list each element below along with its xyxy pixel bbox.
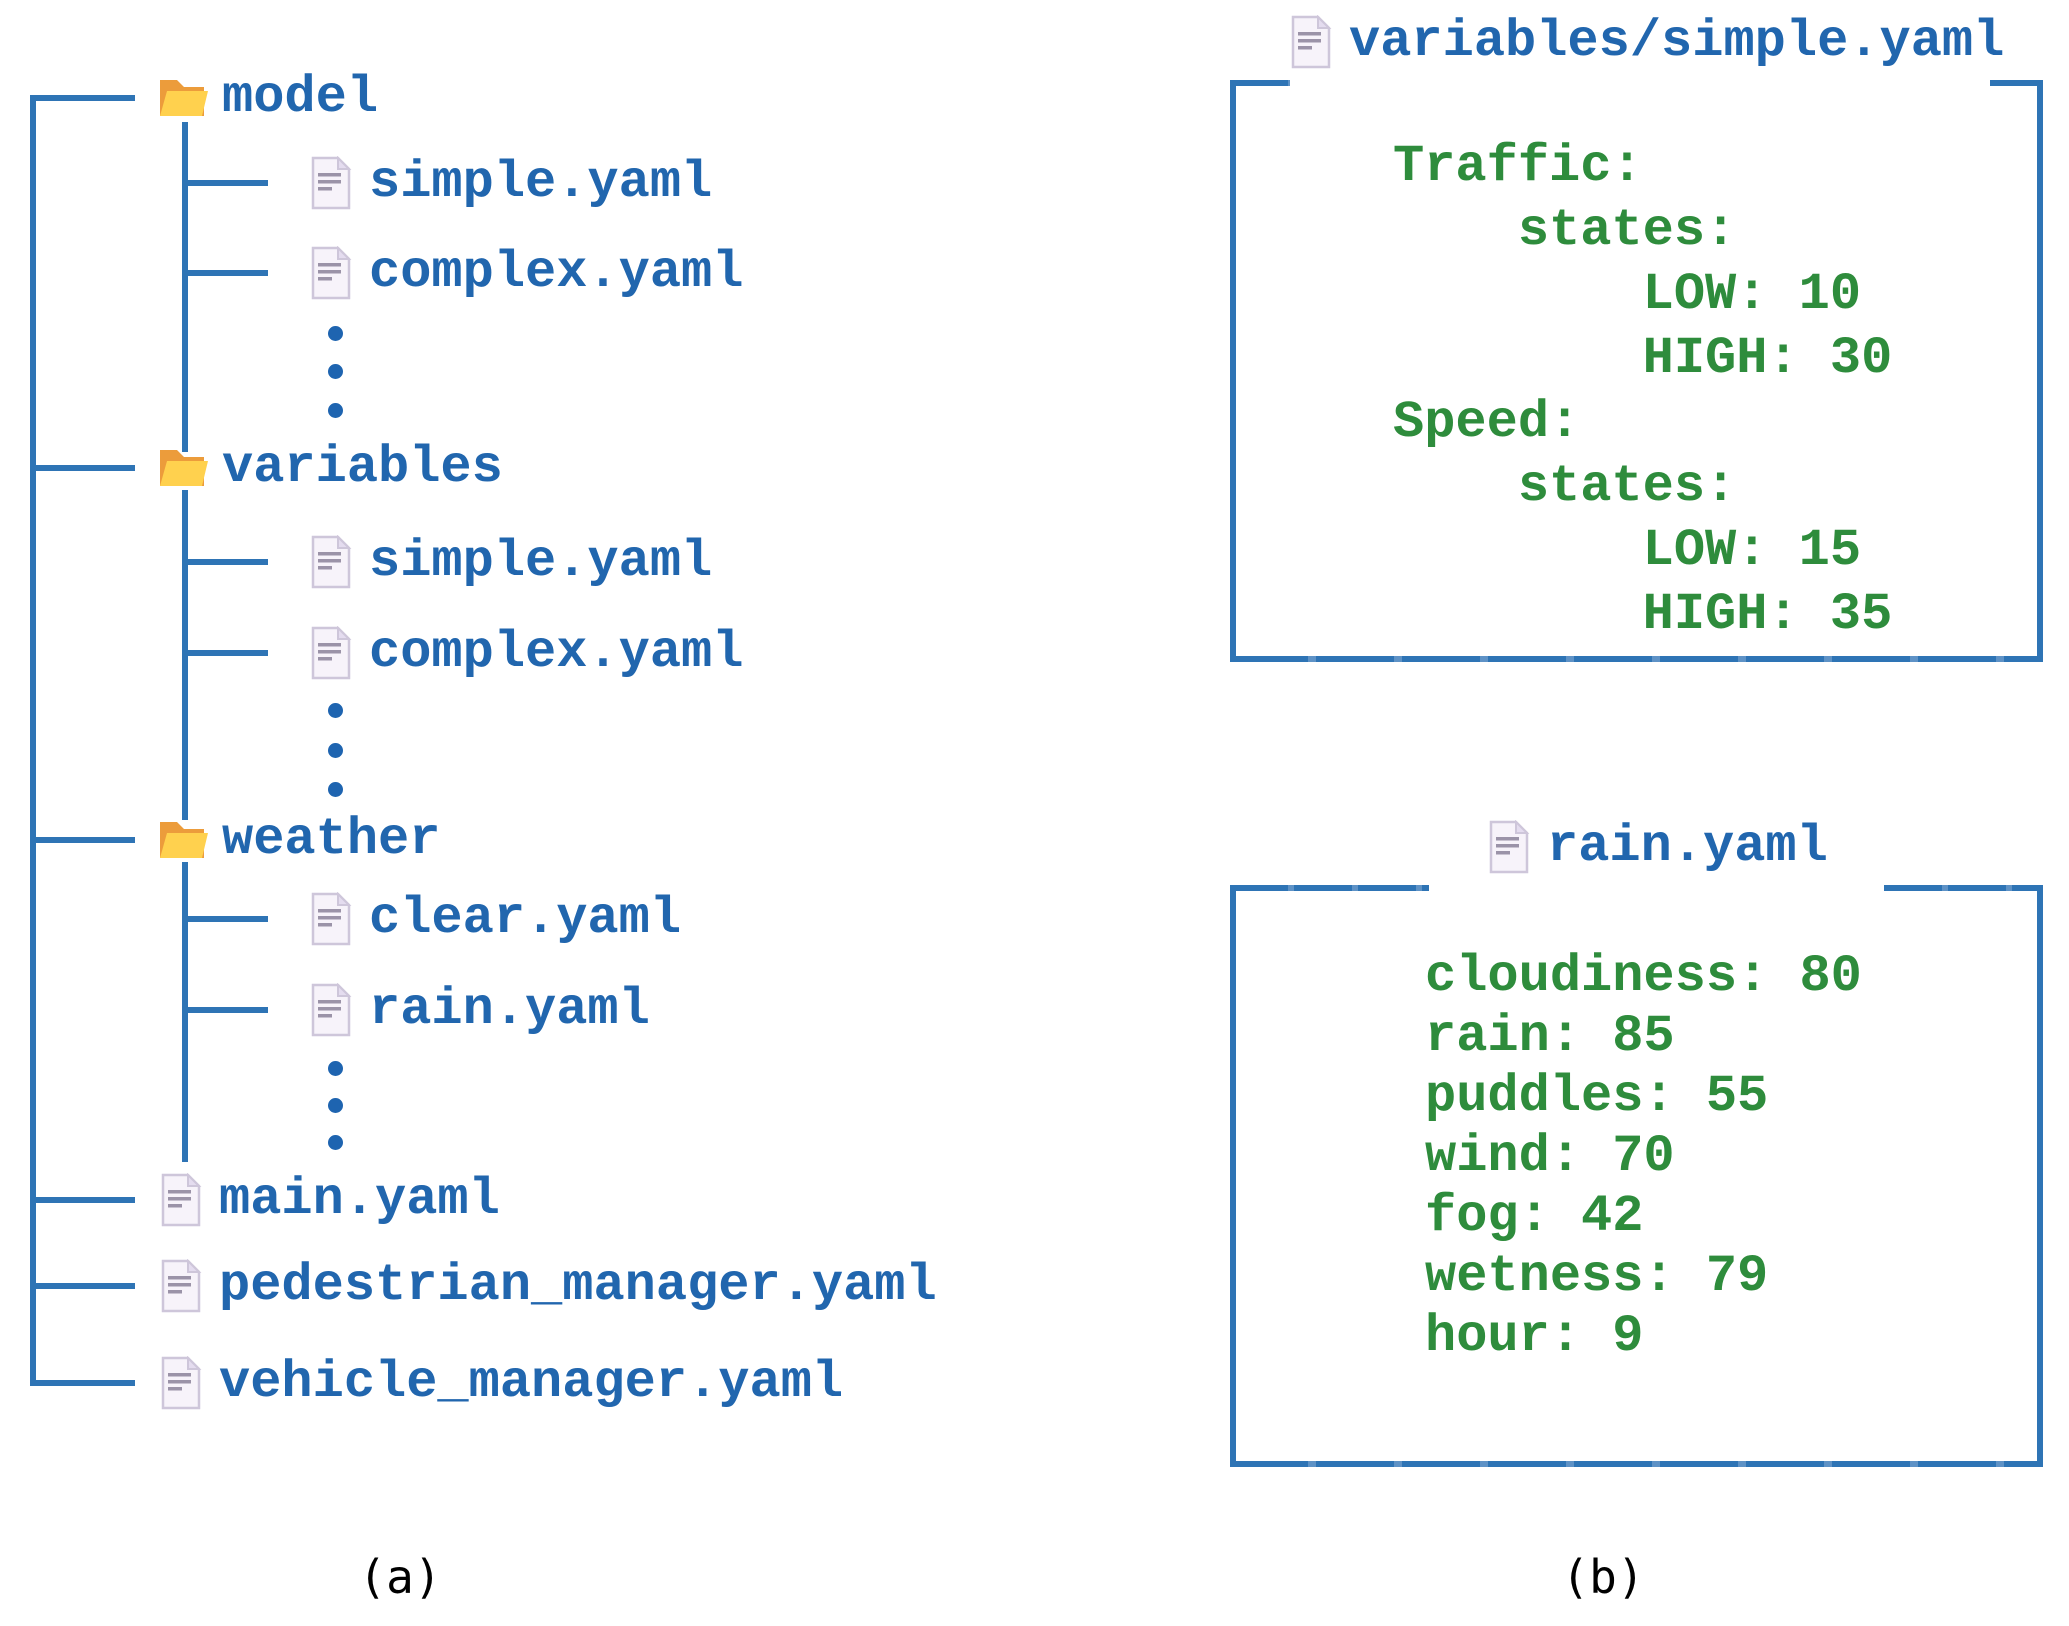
caption-b: (b)	[1561, 1550, 1645, 1604]
document-icon	[161, 1259, 201, 1313]
tree-connector	[30, 95, 135, 101]
box-border	[2037, 885, 2043, 1467]
tree-trunk-line	[30, 95, 36, 1386]
tree-node-vehicle-manager: vehicle_manager.yaml	[160, 1351, 843, 1415]
box-border	[1230, 80, 1236, 662]
yaml-box-title-label: variables/simple.yaml	[1349, 12, 2005, 71]
tree-node-label: complex.yaml	[369, 243, 744, 302]
document-icon	[161, 1173, 201, 1227]
document-icon	[311, 892, 351, 946]
yaml-box-simple: Traffic: states: LOW: 10 HIGH: 30 Speed:…	[1230, 80, 2043, 662]
box-border-stub	[1990, 80, 2043, 86]
tree-connector	[182, 1007, 268, 1013]
box-border	[1230, 885, 1236, 1467]
yaml-box-rain: cloudiness: 80 rain: 85 puddles: 55 wind…	[1230, 885, 2043, 1467]
document-icon	[1291, 15, 1331, 69]
yaml-box-title-label: rain.yaml	[1547, 817, 1828, 876]
tree-node-main: main.yaml	[160, 1168, 500, 1232]
ellipsis-dot	[328, 1135, 343, 1150]
tree-node-label: rain.yaml	[369, 980, 650, 1039]
tree-connector	[182, 270, 268, 276]
document-icon	[161, 1356, 201, 1410]
tree-node-model: model	[158, 66, 378, 130]
document-icon	[311, 535, 351, 589]
ellipsis-dot	[328, 326, 343, 341]
tree-node-weather-clear: clear.yaml	[310, 887, 681, 951]
tree-node-label: variables	[222, 438, 503, 497]
box-border	[2037, 80, 2043, 662]
document-icon	[311, 156, 351, 210]
tree-connector	[30, 465, 135, 471]
ellipsis-dot	[328, 403, 343, 418]
tree-node-label: weather	[222, 810, 441, 869]
tree-node-label: simple.yaml	[369, 153, 713, 212]
tree-connector	[30, 837, 135, 843]
yaml-content-simple: Traffic: states: LOW: 10 HIGH: 30 Speed:…	[1393, 137, 1893, 644]
yaml-content-rain: cloudiness: 80 rain: 85 puddles: 55 wind…	[1425, 947, 1862, 1366]
tree-node-weather-rain: rain.yaml	[310, 978, 650, 1042]
box-border	[1230, 1461, 2043, 1467]
folder-icon	[160, 80, 208, 116]
document-icon	[1489, 820, 1529, 874]
ellipsis-dot	[328, 1061, 343, 1076]
tree-branch-line-model	[182, 122, 188, 452]
tree-node-label: complex.yaml	[369, 623, 744, 682]
tree-connector	[30, 1197, 135, 1203]
folder-icon	[160, 822, 208, 858]
box-border	[1230, 656, 2043, 662]
tree-node-label: pedestrian_manager.yaml	[219, 1256, 937, 1315]
tree-connector	[30, 1380, 135, 1386]
document-icon	[311, 983, 351, 1037]
document-icon	[311, 246, 351, 300]
tree-connector	[182, 650, 268, 656]
yaml-box-title-rain: rain.yaml	[1488, 815, 1828, 879]
tree-node-label: clear.yaml	[369, 889, 682, 948]
tree-node-model-complex: complex.yaml	[310, 241, 743, 305]
tree-node-variables-simple: simple.yaml	[310, 530, 712, 594]
box-border-stub	[1884, 885, 2043, 891]
tree-connector	[182, 916, 268, 922]
tree-node-label: vehicle_manager.yaml	[219, 1353, 844, 1412]
tree-connector	[182, 180, 268, 186]
caption-a: (a)	[358, 1550, 442, 1604]
tree-node-variables: variables	[158, 436, 503, 500]
document-icon	[311, 626, 351, 680]
box-border-stub	[1230, 80, 1290, 86]
tree-node-label: simple.yaml	[369, 532, 713, 591]
tree-connector	[182, 559, 268, 565]
folder-icon	[160, 450, 208, 486]
tree-node-variables-complex: complex.yaml	[310, 621, 743, 685]
tree-node-weather: weather	[158, 808, 440, 872]
ellipsis-dot	[328, 743, 343, 758]
tree-node-pedestrian-manager: pedestrian_manager.yaml	[160, 1254, 937, 1318]
ellipsis-dot	[328, 364, 343, 379]
tree-connector	[30, 1283, 135, 1289]
tree-node-label: model	[222, 68, 379, 127]
ellipsis-dot	[328, 1098, 343, 1113]
ellipsis-dot	[328, 703, 343, 718]
tree-node-model-simple: simple.yaml	[310, 151, 712, 215]
tree-node-label: main.yaml	[219, 1170, 500, 1229]
yaml-box-title-simple: variables/simple.yaml	[1290, 10, 2004, 74]
ellipsis-dot	[328, 782, 343, 797]
box-border-stub	[1230, 885, 1429, 891]
